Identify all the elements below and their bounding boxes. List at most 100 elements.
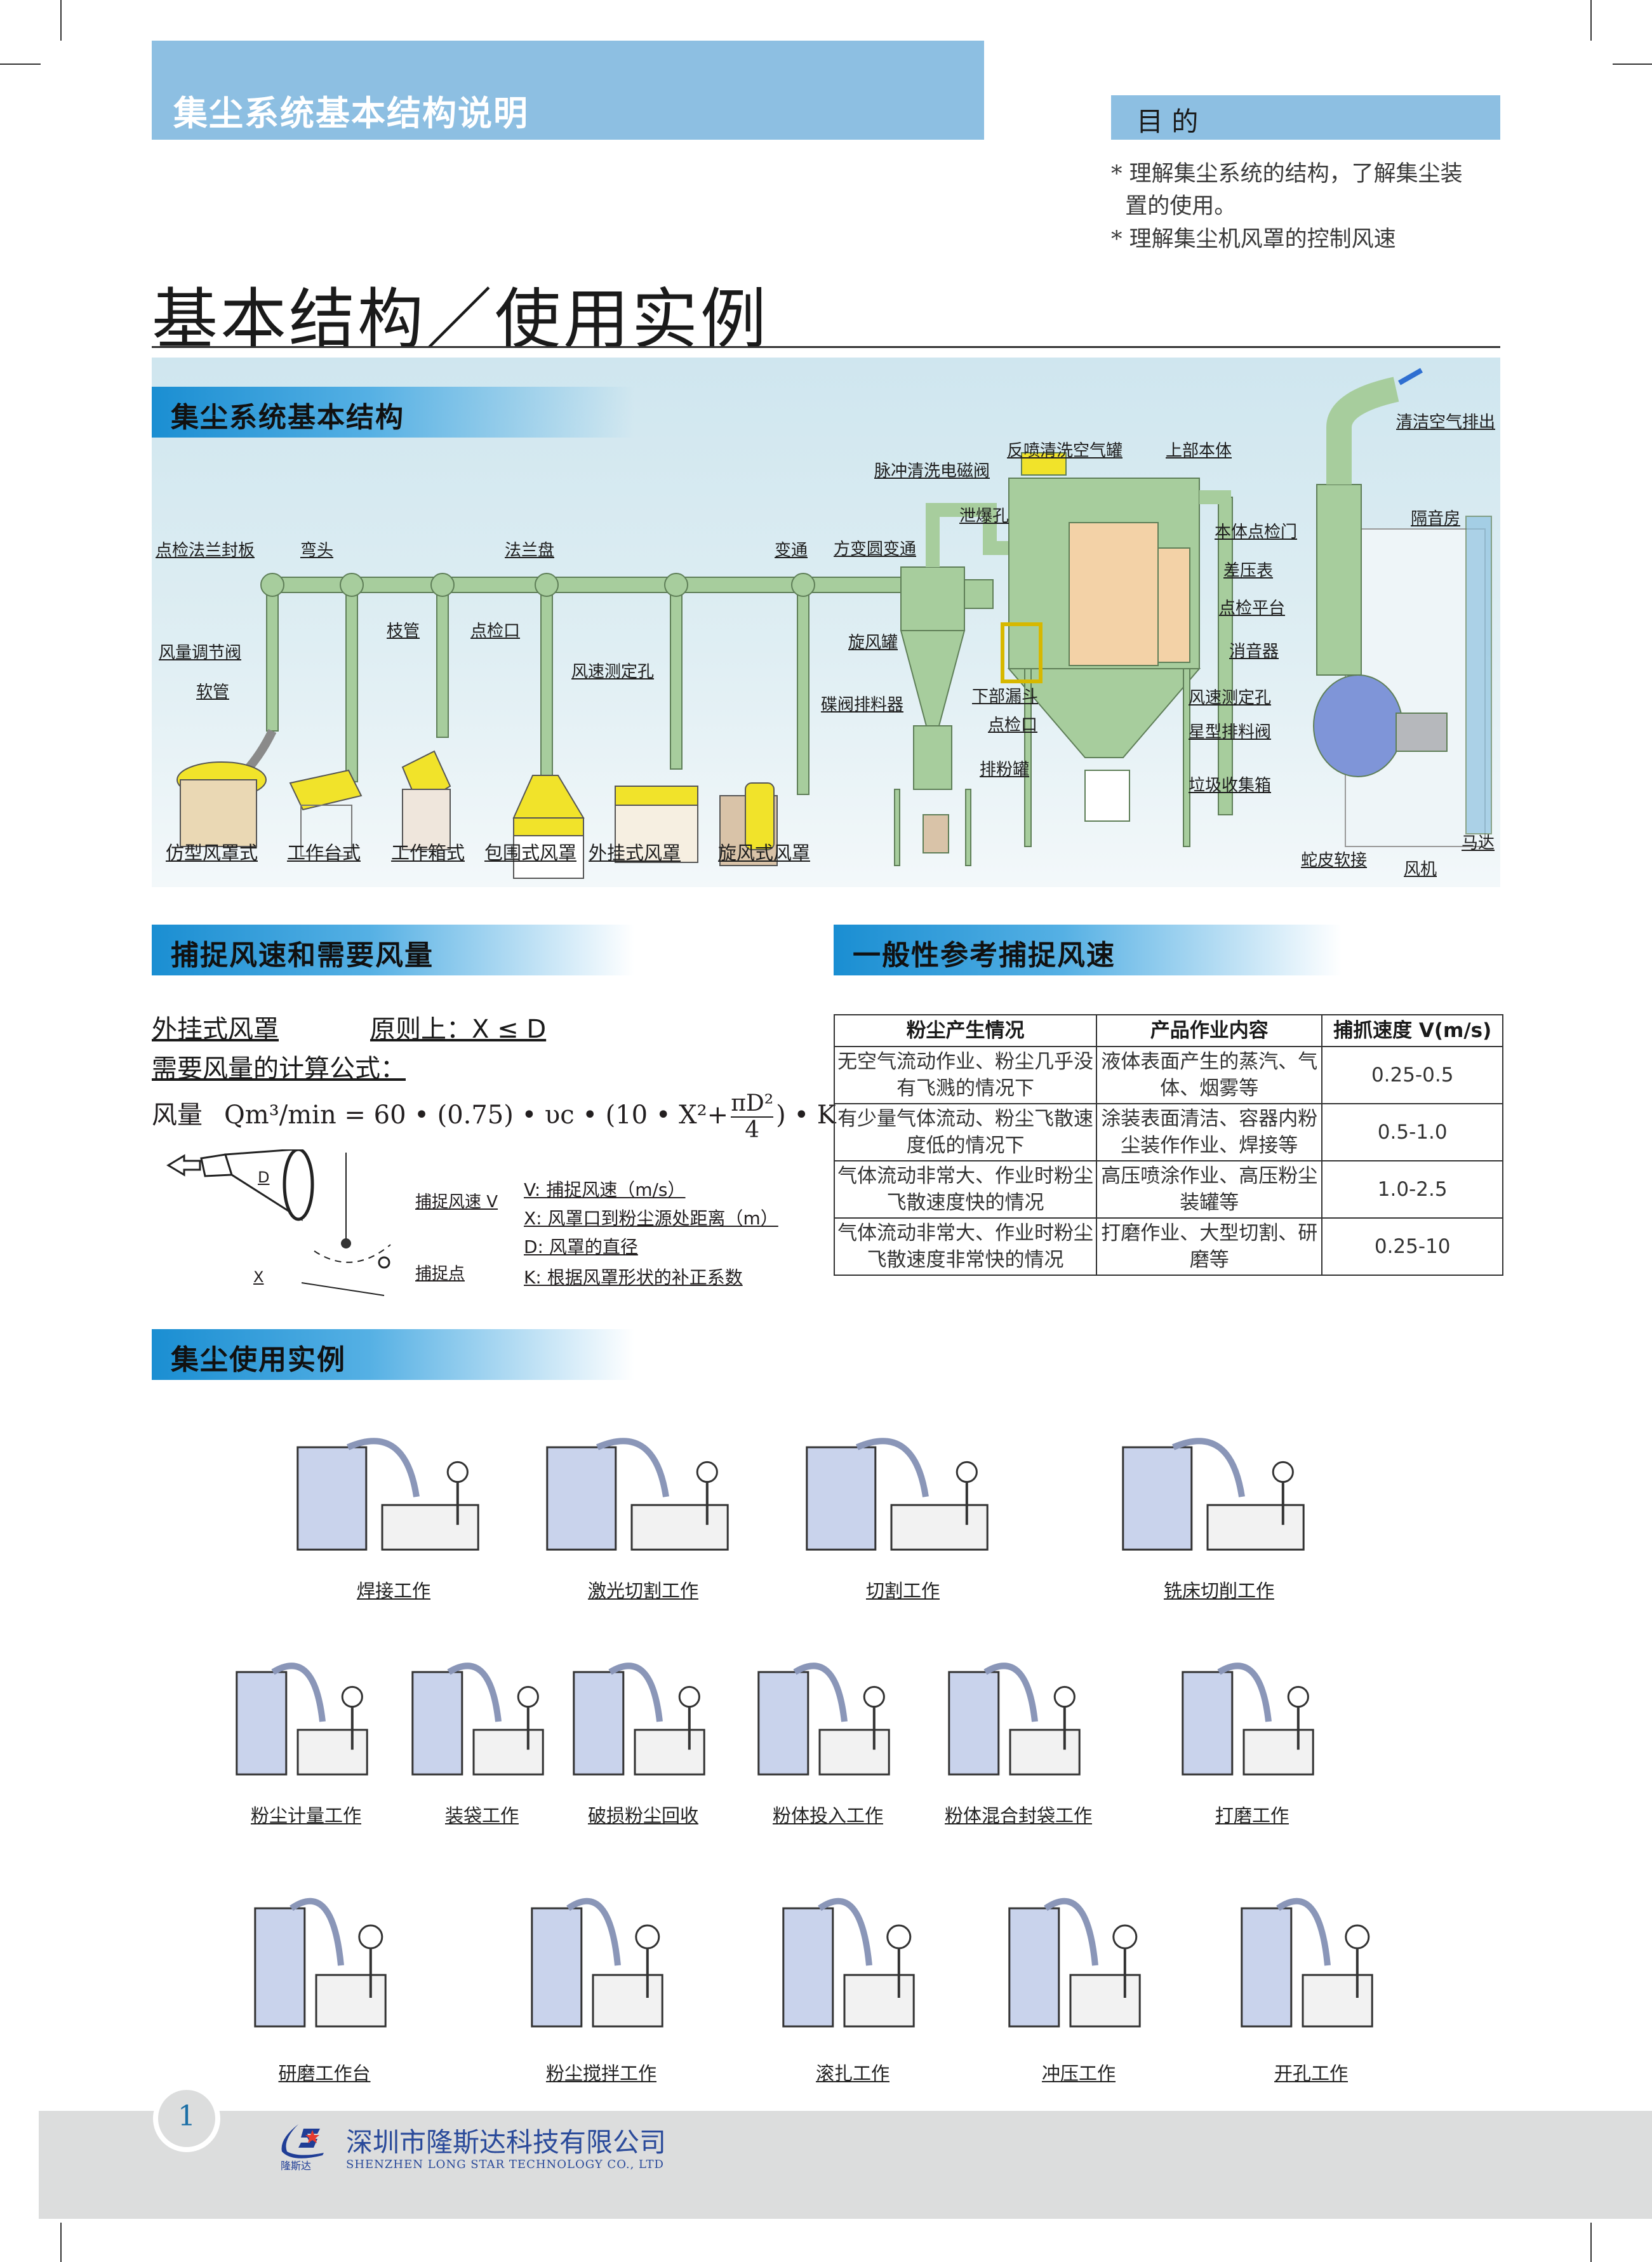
label-motor: 马达	[1462, 834, 1495, 853]
bag-filter-collector	[1001, 452, 1201, 847]
crop-mark	[1613, 64, 1652, 65]
cell-operation: 涂装表面清洁、容器内粉尘装作作业、焊接等	[1096, 1103, 1323, 1161]
purpose-bullet: 置的使用。	[1111, 194, 1237, 219]
purpose-bullet: * 理解集尘系统的结构，了解集尘装	[1111, 161, 1463, 187]
diagram-label-point: 捕捉点	[415, 1264, 465, 1283]
label-flange-cover: 点检法兰封板	[156, 541, 255, 560]
example-illustration	[757, 1663, 890, 1776]
purpose-title: 目 的	[1136, 106, 1199, 137]
label-hose: 软管	[196, 683, 230, 702]
label-branch-pipe: 枝管	[387, 622, 420, 641]
hood-name: 外挂式风罩	[152, 1015, 279, 1044]
silencer-fan-unit	[1199, 368, 1492, 847]
example-illustration	[1182, 1663, 1314, 1776]
column-header: 捕抓速度 V(m/s)	[1321, 1014, 1503, 1047]
label-clean-air-exhaust: 清洁空气排出	[1396, 413, 1496, 432]
cell-operation: 液体表面产生的蒸汽、气体、烟雾等	[1096, 1046, 1323, 1104]
label-inspection-port: 点检口	[470, 622, 521, 641]
hood-type-label: 工作台式	[287, 842, 361, 864]
main-duct	[265, 577, 940, 593]
purpose-bullet: * 理解集尘机风罩的控制风速	[1111, 227, 1396, 252]
cell-operation: 高压喷涂作业、高压粉尘装罐等	[1096, 1160, 1323, 1219]
cell-velocity: 0.25-10	[1321, 1217, 1503, 1276]
page-number: 1	[178, 2100, 196, 2132]
label-silencer: 消音器	[1229, 642, 1279, 661]
example-illustration	[948, 1663, 1081, 1776]
cell-condition: 无空气流动作业、粉尘几乎没有飞溅的情况下	[833, 1046, 1098, 1104]
example-label: 装袋工作	[444, 1805, 519, 1826]
label-platform: 点检平台	[1219, 599, 1286, 618]
label-rotary-valve: 星型排料阀	[1189, 723, 1272, 742]
example-label: 研磨工作台	[278, 2063, 371, 2084]
dust-system-illustration	[177, 368, 1492, 879]
label-cyclone: 旋风罐	[848, 633, 898, 652]
label-sound-room: 隔音房	[1411, 509, 1461, 528]
label-air-tank: 反喷清洗空气罐	[1007, 441, 1123, 460]
label-butterfly-discharger: 碟阀排料器	[821, 695, 904, 714]
column-header: 产品作业内容	[1096, 1014, 1323, 1047]
crop-mark	[60, 2223, 62, 2262]
section-header-examples: 集尘使用实例	[152, 1329, 634, 1380]
example-illustration	[1008, 1897, 1141, 2028]
company-name-cn: 深圳市隆斯达科技有限公司	[346, 2127, 667, 2158]
diagram-label-d: D	[258, 1168, 270, 1186]
cyclone	[894, 503, 1041, 866]
label-explosion-vent: 泄爆孔	[959, 507, 1009, 526]
formula-title: 需要风量的计算公式：	[152, 1054, 406, 1083]
example-illustration	[296, 1438, 479, 1551]
example-illustration	[546, 1438, 729, 1551]
fraction-numerator: πD²	[731, 1090, 774, 1118]
formula-tail: ) • K	[776, 1101, 836, 1130]
section-header-capture: 捕捉风速和需要风量	[152, 925, 634, 975]
cell-condition: 有少量气体流动、粉尘飞散速度低的情况下	[833, 1103, 1098, 1161]
formula-lhs: Qm³/min = 60 • (0.75) • υc • (10 • X²+	[224, 1101, 729, 1130]
section-title: 捕捉风速和需要风量	[171, 939, 434, 972]
example-label: 破损粉尘回收	[587, 1805, 699, 1826]
example-label: 切割工作	[865, 1580, 940, 1602]
legend-x: X: 风罩口到粉尘源处距离（m）	[524, 1208, 778, 1229]
cell-velocity: 0.25-0.5	[1321, 1046, 1503, 1104]
section-header-reference: 一般性参考捕捉风速	[834, 925, 1342, 975]
banner: 集尘系统基本结构说明	[152, 41, 984, 140]
hood-capture-diagram	[166, 1149, 391, 1296]
capture-velocity-table: 粉尘产生情况 产品作业内容 捕抓速度 V(m/s) 无空气流动作业、粉尘几乎没有…	[833, 1014, 1503, 1276]
example-label: 粉尘计量工作	[250, 1805, 362, 1826]
hood-type-label: 工作箱式	[391, 842, 465, 864]
cell-velocity: 1.0-2.5	[1321, 1160, 1503, 1219]
legend-v: V: 捕捉风速（m/s）	[524, 1179, 686, 1200]
legend-d: D: 风罩的直径	[524, 1236, 638, 1257]
crop-mark	[1590, 0, 1592, 41]
example-illustration	[1122, 1438, 1305, 1551]
example-illustration	[411, 1663, 544, 1776]
label-reducer: 变通	[775, 541, 808, 560]
label-fan: 风机	[1404, 860, 1437, 879]
section-title: 一般性参考捕捉风速	[853, 939, 1116, 972]
label-square-round-transition: 方变圆变通	[834, 540, 917, 559]
label-pressure-gauge: 差压表	[1223, 561, 1274, 580]
page-number-badge: 1	[153, 2085, 220, 2152]
label-powder-tank: 排粉罐	[980, 760, 1030, 779]
structure-diagram: 集尘系统基本结构	[152, 358, 1500, 887]
company-logo: 隆斯达	[281, 2124, 324, 2172]
label-flange: 法兰盘	[505, 541, 555, 560]
example-illustration	[531, 1897, 663, 2028]
diagram-label-speed: 捕捉风速 V	[415, 1193, 498, 1212]
hood-type-label: 仿型风罩式	[166, 842, 258, 864]
cell-velocity: 0.5-1.0	[1321, 1103, 1503, 1161]
cell-condition: 气体流动非常大、作业时粉尘飞散速度非常快的情况	[833, 1217, 1098, 1276]
branch-pipes	[260, 573, 815, 795]
example-label: 冲压工作	[1041, 2063, 1116, 2084]
label-velocity-port-2: 风速测定孔	[1189, 688, 1272, 707]
example-label: 激光切割工作	[587, 1580, 699, 1602]
table-header-row: 粉尘产生情况 产品作业内容 捕抓速度 V(m/s)	[833, 1014, 1503, 1047]
title-divider	[152, 346, 1500, 348]
example-label: 滚扎工作	[815, 2063, 890, 2084]
column-header: 粉尘产生情况	[833, 1014, 1098, 1047]
label-flex-joint: 蛇皮软接	[1301, 851, 1368, 870]
example-illustration	[573, 1663, 705, 1776]
crop-mark	[0, 64, 41, 65]
section-title: 集尘系统基本结构	[171, 401, 404, 434]
